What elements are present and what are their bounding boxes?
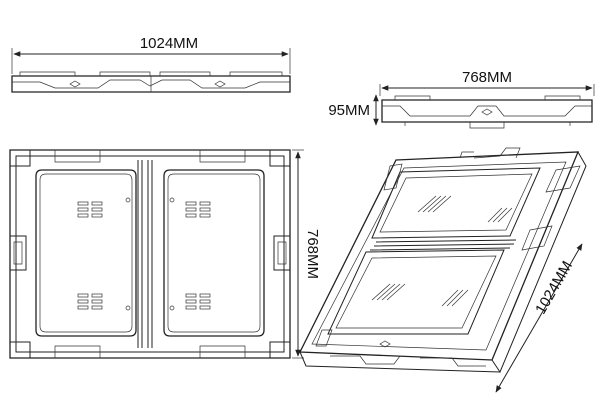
top-width-label: 1024MM [140,35,198,52]
front-height-label: 768MM [304,229,321,279]
iso-length-dim-line [495,243,583,393]
side-width-label: 768MM [462,69,512,86]
top-view: 1024MM [11,35,291,93]
side-view: 768MM 95MM [328,69,595,129]
front-view: 768MM [9,149,321,359]
isometric-view: 1024MM [298,147,587,393]
iso-length-label: 1024MM [532,258,576,317]
side-depth-label: 95MM [328,102,370,119]
